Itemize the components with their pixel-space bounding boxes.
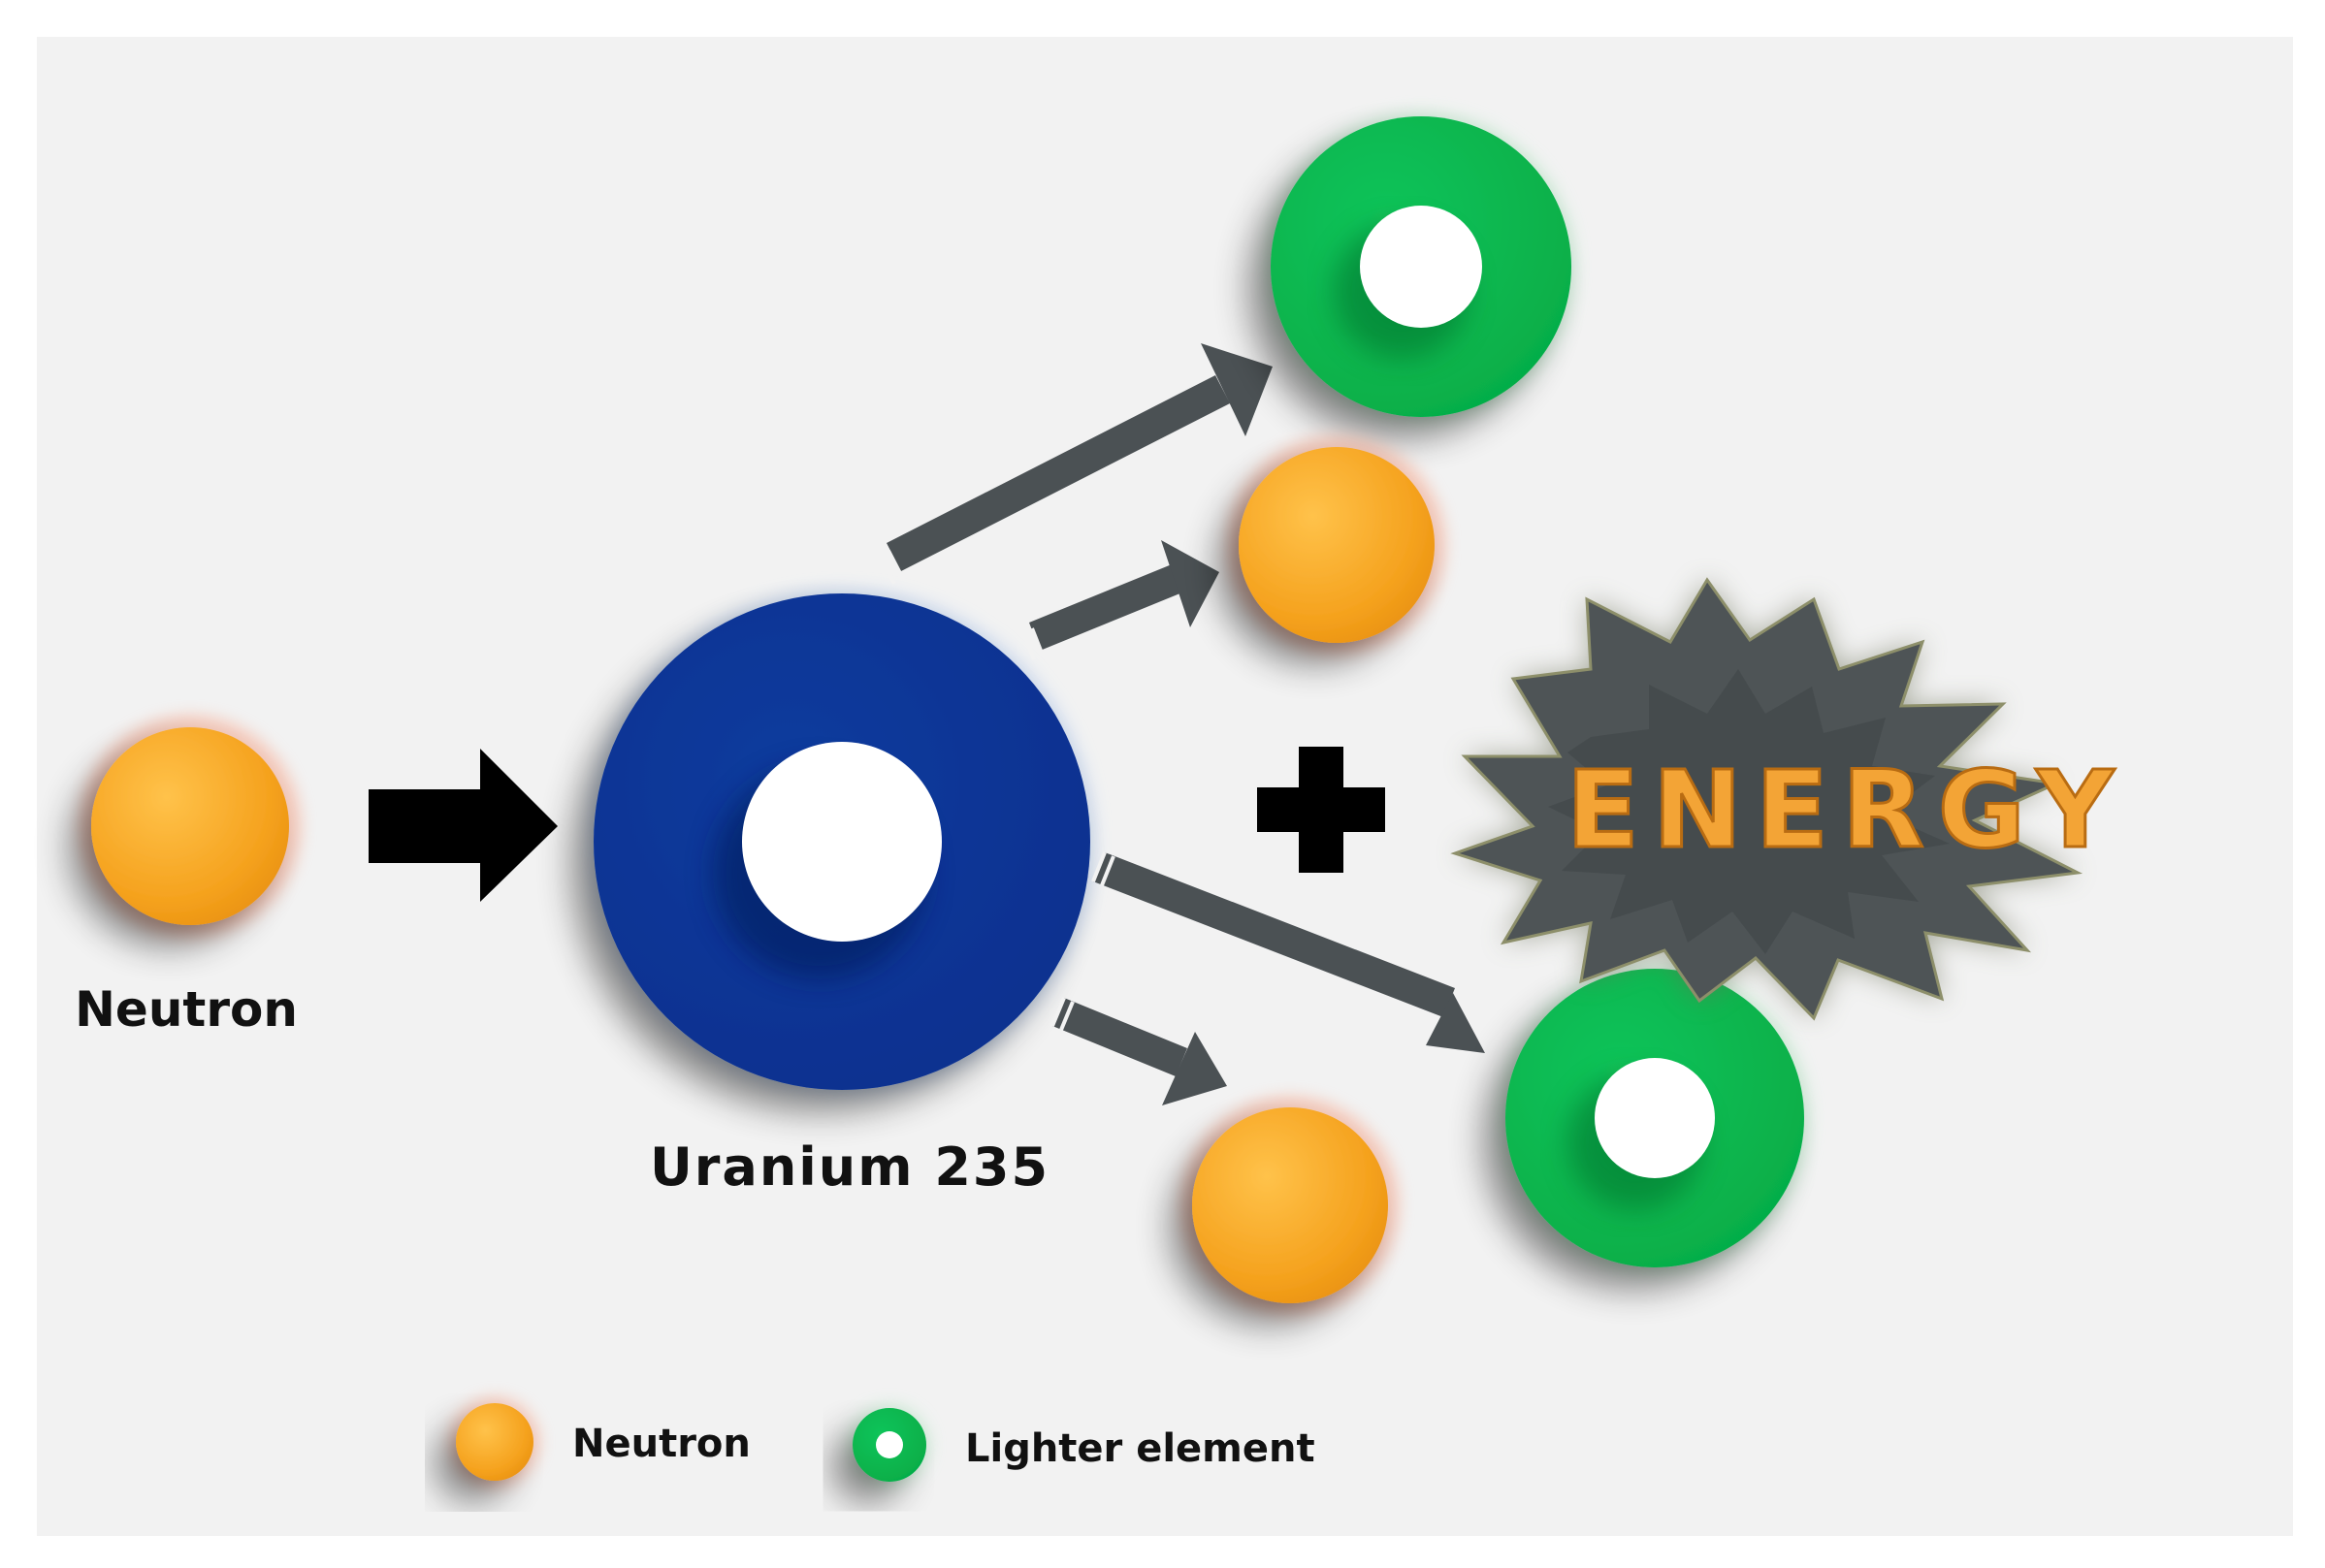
- arrow-to-lower-neutron: [1050, 997, 1227, 1105]
- upper-lighter-element: [1266, 112, 1576, 422]
- uranium-nucleus: [588, 588, 1096, 1096]
- legend-neutron-swatch: [450, 1397, 539, 1487]
- arrow-to-upper-element: [878, 343, 1273, 585]
- lower-product-neutron: [1181, 1097, 1399, 1314]
- upper-product-neutron: [1228, 436, 1445, 654]
- legend-neutron-label: Neutron: [572, 1422, 751, 1466]
- arrow-to-lower-element: [1091, 851, 1485, 1053]
- fission-arrows: [878, 343, 1485, 1105]
- energy-label: ENERGY: [1566, 748, 2128, 872]
- legend-lighter-element-label: Lighter element: [965, 1426, 1315, 1471]
- uranium-label: Uranium 235: [650, 1136, 1049, 1198]
- lower-lighter-element: [1500, 963, 1810, 1273]
- incoming-neutron: [80, 716, 301, 937]
- neutron-label: Neutron: [75, 981, 298, 1038]
- legend: Neutron Lighter element: [450, 1397, 1315, 1487]
- legend-lighter-element-swatch: [849, 1404, 930, 1486]
- plus-icon: [1257, 747, 1385, 873]
- incoming-arrow: [369, 749, 558, 902]
- energy-burst: [1450, 577, 2083, 1021]
- arrow-to-upper-neutron: [1021, 540, 1219, 660]
